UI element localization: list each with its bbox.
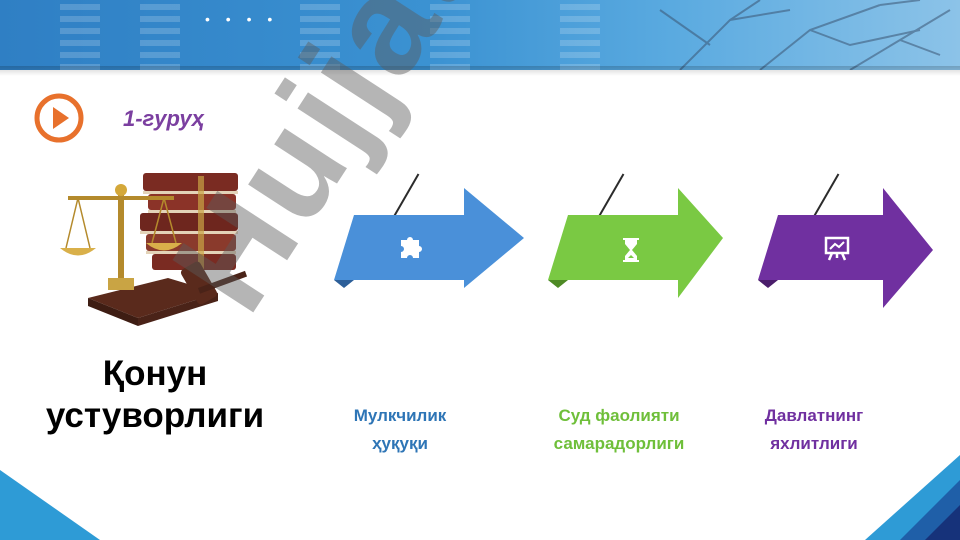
arrow-property-rights [334,188,524,288]
corner-decoration-right [865,455,960,540]
banner-building-stripe [300,0,340,70]
puzzle-icon [401,237,422,258]
header-banner: • • • • [0,0,960,70]
caption-property-rights: Мулкчилик ҳуқуқи [300,402,500,458]
banner-dots: • • • • [205,11,279,27]
caption-line: Суд фаолияти [558,406,680,425]
banner-tree-branches [659,0,951,70]
arrow-state-integrity [758,188,933,308]
corner-decoration-left [0,470,100,540]
main-title-line2: устуворлиги [45,396,265,435]
caption-line: Давлатнинг [764,406,864,425]
presentation-icon [824,236,850,261]
hourglass-icon [623,238,639,262]
caption-line: самарадорлиги [553,434,685,453]
group-label: 1-гуруҳ [123,106,204,131]
banner-building-stripe [430,0,470,70]
caption-court-efficiency: Суд фаолияти самарадорлиги [519,402,719,458]
banner-building-stripe [140,0,180,70]
banner-building-stripe [560,0,600,70]
play-icon[interactable] [34,93,84,143]
banner-shadow [0,66,960,76]
main-title-line1: Қонун [102,354,208,393]
caption-state-integrity: Давлатнинг яхлитлиги [714,402,914,458]
caption-line: яхлитлиги [770,434,858,453]
main-title: Қонун устуворлиги [30,353,280,437]
law-books-scales-image [60,173,248,326]
caption-line: ҳуқуқи [372,434,428,453]
caption-line: Мулкчилик [353,406,447,425]
banner-building-stripe [60,0,100,70]
